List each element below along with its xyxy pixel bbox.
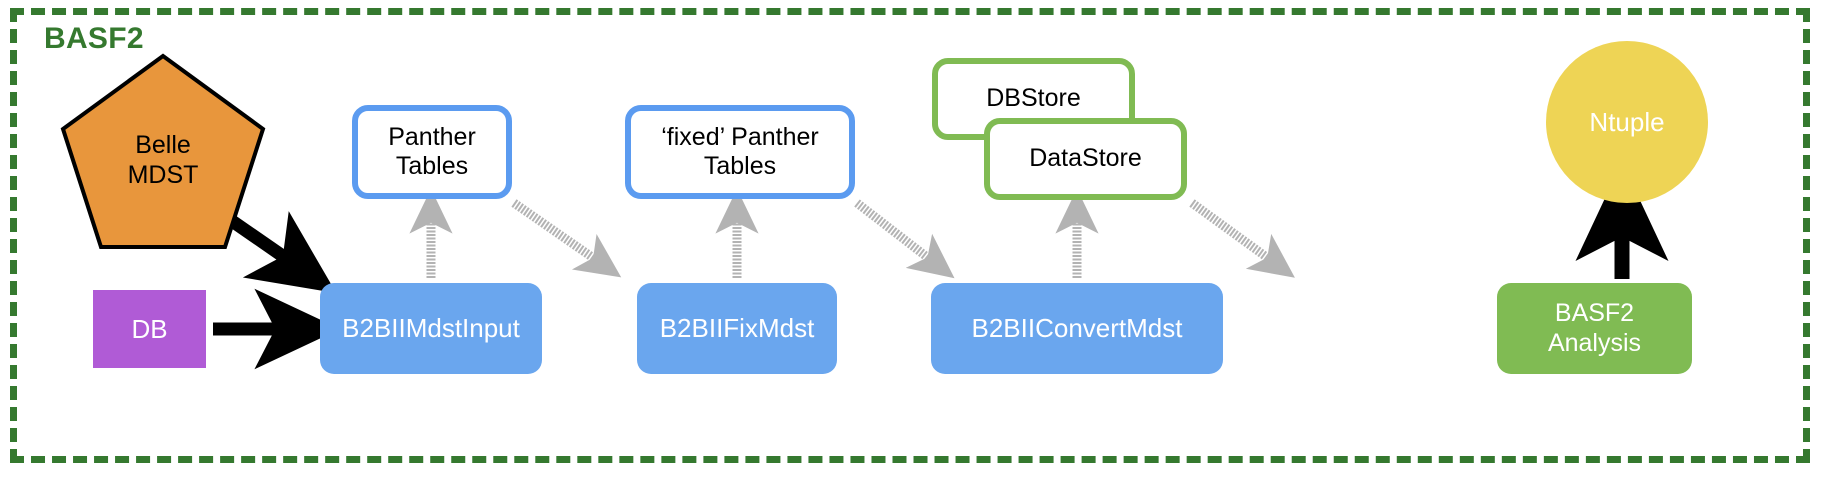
dbstore-label: DBStore — [986, 84, 1081, 113]
basf2-analysis-label: BASF2 Analysis — [1547, 299, 1642, 357]
b2bii-fix-mdst-label: B2BIIFixMdst — [659, 313, 815, 344]
fixed-panther-tables-label: ‘fixed’ Panther Tables — [661, 122, 819, 181]
belle-mdst-node[interactable]: Belle MDST — [58, 52, 268, 252]
b2bii-mdst-input-label: B2BIIMdstInput — [342, 313, 520, 344]
b2bii-convert-mdst-label: B2BIIConvertMdst — [971, 313, 1183, 344]
datastore-node[interactable]: DataStore — [984, 118, 1187, 200]
db-label: DB — [131, 313, 168, 344]
db-node[interactable]: DB — [93, 290, 206, 368]
frame-title: BASF2 — [44, 22, 144, 55]
b2bii-convert-mdst-node[interactable]: B2BIIConvertMdst — [931, 283, 1223, 374]
b2bii-mdst-input-node[interactable]: B2BIIMdstInput — [320, 283, 542, 374]
belle-mdst-label: Belle MDST — [127, 131, 199, 189]
ntuple-label: Ntuple — [1589, 106, 1665, 137]
basf2-analysis-node[interactable]: BASF2 Analysis — [1497, 283, 1692, 374]
b2bii-fix-mdst-node[interactable]: B2BIIFixMdst — [637, 283, 837, 374]
pentagon-shape — [60, 53, 266, 249]
fixed-panther-tables-node[interactable]: ‘fixed’ Panther Tables — [625, 105, 855, 199]
panther-tables-label: Panther Tables — [388, 122, 476, 181]
datastore-label: DataStore — [1029, 144, 1142, 173]
panther-tables-node[interactable]: Panther Tables — [352, 105, 512, 199]
basf2-frame — [10, 8, 1810, 463]
ntuple-node[interactable]: Ntuple — [1546, 41, 1708, 203]
